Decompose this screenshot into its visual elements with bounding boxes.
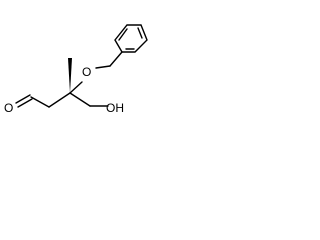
bond-oxygen-benzyl: [95, 65, 111, 69]
bond-aldehyde-double-inner: [17, 98, 33, 108]
chemical-structure-diagram: O OH O: [4, 24, 148, 115]
bond-aldehyde-double-outer: [15, 94, 31, 104]
bond-benzyl-phenyl: [109, 51, 123, 67]
wedge-bond-methyl: [68, 58, 72, 93]
bond-cho-ch2: [30, 96, 50, 108]
bond-stereocenter-oxygen: [69, 81, 83, 94]
benzene-ring: [114, 24, 148, 53]
aldehyde-oxygen-label: O: [4, 101, 13, 115]
hydroxyl-label: OH: [106, 101, 124, 115]
bond-stereocenter-ch2oh: [69, 92, 91, 107]
aromatic-double-bond-2: [137, 27, 143, 39]
bond-ch2-stereocenter: [48, 92, 71, 108]
aromatic-double-bond-3: [118, 28, 128, 41]
ether-oxygen-label: O: [82, 65, 91, 79]
